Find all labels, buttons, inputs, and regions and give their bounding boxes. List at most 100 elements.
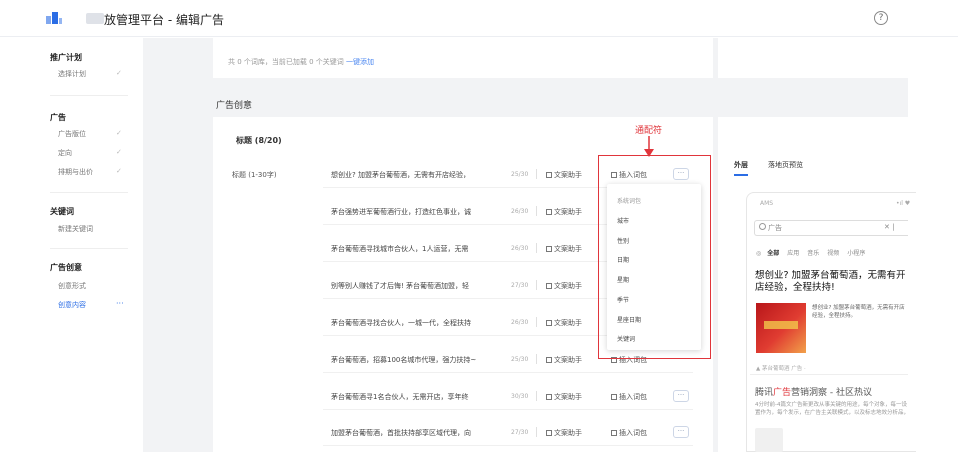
category-all: 全部: [767, 250, 780, 257]
annotation-highlight-box: [598, 155, 711, 359]
document-icon: [546, 283, 552, 289]
title-input[interactable]: 茅台葡萄酒寻找合伙人，一城一代，全程扶持: [331, 319, 471, 327]
copy-assistant-button[interactable]: 文案助手: [546, 207, 582, 217]
document-icon: [611, 172, 617, 178]
sidebar-item-schedule-bid[interactable]: 排期与出价: [58, 168, 93, 176]
document-icon: [546, 172, 552, 178]
sidebar-item-select-plan[interactable]: 选择计划: [58, 70, 86, 78]
title-row: 茅台葡萄酒寻找合伙人，一城一代，全程扶持 26/30 文案助手: [323, 310, 693, 336]
dropdown-item[interactable]: 性别: [617, 238, 630, 245]
sidebar-group-keywords: 关键词: [50, 207, 74, 216]
dropdown-item[interactable]: 关键词: [617, 336, 636, 343]
category-music: 音乐: [807, 250, 820, 257]
sidebar-divider: [50, 95, 128, 96]
divider: [536, 206, 537, 216]
copy-assistant-button[interactable]: 文案助手: [546, 318, 582, 328]
dropdown-item[interactable]: 星座日期: [617, 317, 642, 324]
title-input[interactable]: 加盟茅台葡萄酒，首批扶持部享区域代理，向: [331, 429, 471, 437]
sidebar-item-creative-content[interactable]: 创意内容: [58, 301, 86, 309]
document-icon: [546, 430, 552, 436]
page-title: 放管理平台 - 编辑广告: [104, 13, 224, 27]
tab-outer[interactable]: 外层: [734, 161, 748, 169]
brand-logo-icon[interactable]: [46, 12, 62, 24]
document-icon: [546, 320, 552, 326]
more-button[interactable]: ···: [673, 390, 689, 402]
sidebar-item-placement[interactable]: 广告版位: [58, 130, 86, 138]
copy-assistant-button[interactable]: 文案助手: [546, 428, 582, 438]
title-row-label: 标题 (1-30字): [232, 171, 277, 179]
add-all-link[interactable]: 一键添加: [346, 58, 375, 66]
divider: [536, 391, 537, 401]
phone-search-bar: [754, 220, 908, 236]
sidebar-item-targeting[interactable]: 定向: [58, 149, 72, 157]
blurred-brand-name: [86, 13, 104, 24]
copy-assistant-button[interactable]: 文案助手: [546, 392, 582, 402]
document-icon: [611, 357, 617, 363]
title-row: 茅台葡萄酒寻1名合伙人，无需开店，享年终 30/30 文案助手 插入词包 ···: [323, 384, 693, 410]
search-icon: [759, 223, 766, 230]
divider: [750, 374, 908, 375]
more-dots-icon: ···: [116, 299, 124, 308]
document-icon: [546, 357, 552, 363]
app-header: 放管理平台 - 编辑广告 ?: [0, 0, 958, 37]
more-button[interactable]: ···: [673, 168, 689, 180]
char-count: 30/30: [511, 393, 529, 400]
copy-assistant-button[interactable]: 文案助手: [546, 244, 582, 254]
insert-wordpack-button[interactable]: 插入词包: [611, 355, 647, 365]
result-description: 4分时前-4篇文广告新更改从事关键的用途，每个对象，每一设置作为，每个发示，在广…: [755, 402, 910, 416]
title-row: 茅台强势进军葡萄酒行业，打造红色事业，诚 26/30 文案助手: [323, 199, 693, 225]
document-icon: [546, 246, 552, 252]
check-icon: ✓: [116, 129, 122, 137]
divider: [536, 317, 537, 327]
title-input[interactable]: 想创业? 加盟茅台葡萄酒，无需有开店经验，: [331, 171, 470, 179]
document-icon: [546, 209, 552, 215]
right-top-card: [718, 38, 908, 78]
category-app: 应用: [787, 250, 800, 257]
category-video: 视频: [827, 250, 840, 257]
sidebar-divider: [50, 248, 128, 249]
char-count: 25/30: [511, 171, 529, 178]
insert-wordpack-button[interactable]: 插入词包: [611, 170, 647, 180]
dropdown-item[interactable]: 城市: [617, 218, 630, 225]
divider: [536, 169, 537, 179]
search-icon: ◎: [756, 250, 762, 257]
arrow-down-icon: [644, 136, 654, 157]
phone-search-text: 广告: [768, 224, 782, 232]
char-count: 26/30: [511, 208, 529, 215]
document-icon: [611, 430, 617, 436]
help-circle-icon[interactable]: ?: [874, 11, 888, 25]
sidebar-item-new-keyword[interactable]: 新建关键词: [58, 225, 93, 233]
char-count: 27/30: [511, 282, 529, 289]
copy-assistant-button[interactable]: 文案助手: [546, 170, 582, 180]
dropdown-item[interactable]: 季节: [617, 297, 630, 304]
title-input[interactable]: 别等别人赚钱了才后悔! 茅台葡萄酒加盟，轻: [331, 282, 470, 290]
title-input[interactable]: 茅台强势进军葡萄酒行业，打造红色事业，诚: [331, 208, 471, 216]
title-row: 别等别人赚钱了才后悔! 茅台葡萄酒加盟，轻 27/30 文案助手: [323, 273, 693, 299]
title-input[interactable]: 茅台葡萄酒寻1名合伙人，无需开店，享年终: [331, 393, 469, 401]
keyword-card: [213, 38, 713, 78]
check-icon: ✓: [116, 148, 122, 156]
title-input[interactable]: 茅台葡萄酒寻找城市合伙人，1人运营，无需: [331, 245, 469, 253]
divider: [536, 354, 537, 364]
title-input[interactable]: 茅台葡萄酒，招募100名城市代理，强力扶持~: [331, 356, 477, 364]
annotation-label: 通配符: [635, 126, 663, 136]
ad-preview-description: 想创业? 加盟茅台葡萄酒，无需有开店经验，全程扶持。: [812, 305, 905, 319]
tab-landing-preview[interactable]: 落地页预览: [768, 161, 803, 169]
result-thumbnail: [755, 428, 783, 452]
char-count: 25/30: [511, 356, 529, 363]
sidebar: [0, 38, 143, 452]
dropdown-item[interactable]: 日期: [617, 257, 630, 264]
dropdown-item[interactable]: 星期: [617, 277, 630, 284]
ad-preview-image: [756, 303, 806, 353]
sidebar-divider: [50, 192, 128, 193]
sidebar-group-ad: 广告: [50, 113, 66, 122]
category-miniprogram: 小程序: [847, 250, 866, 257]
phone-category-tabs: ◎ 全部应用音乐视频小程序: [756, 248, 865, 257]
insert-wordpack-button[interactable]: 插入词包: [611, 428, 647, 438]
copy-assistant-button[interactable]: 文案助手: [546, 281, 582, 291]
copy-assistant-button[interactable]: 文案助手: [546, 355, 582, 365]
insert-wordpack-button[interactable]: 插入词包: [611, 392, 647, 402]
sidebar-item-creative-format[interactable]: 创意形式: [58, 282, 86, 290]
more-button[interactable]: ···: [673, 426, 689, 438]
dropdown-item[interactable]: 系统词包: [617, 198, 642, 205]
